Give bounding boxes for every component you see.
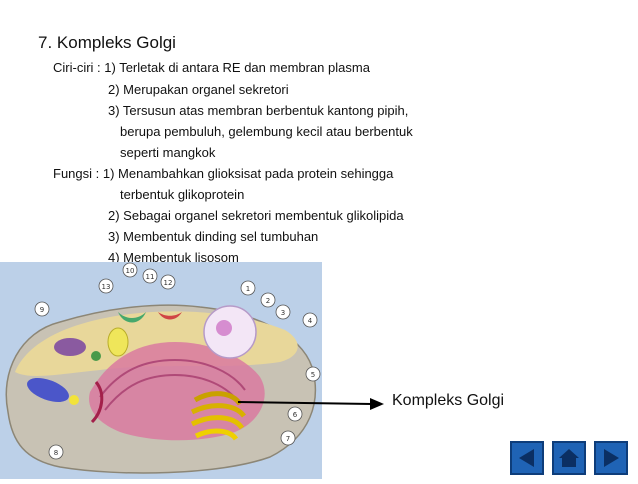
cell-label: 11	[146, 273, 155, 281]
triangle-left-icon	[510, 441, 544, 475]
cell-label: 2	[266, 297, 270, 305]
cell-label: 12	[164, 279, 173, 287]
home-icon	[552, 441, 586, 475]
golgi-caption: Kompleks Golgi	[392, 392, 505, 409]
text-line: 4) Membentuk lisosom	[108, 250, 239, 265]
slide-title: 7. Kompleks Golgi	[38, 33, 176, 52]
text-line: Ciri-ciri : 1) Terletak di antara RE dan…	[53, 60, 370, 75]
next-slide-button[interactable]	[594, 441, 628, 475]
text-line: seperti mangkok	[120, 145, 216, 160]
text-line: 3) Membentuk dinding sel tumbuhan	[108, 229, 319, 244]
text-line: 2) Sebagai organel sekretori membentuk g…	[108, 208, 404, 223]
cell-illustration: 1 2 3 4 5 6 7 8 9 10 11 12 13	[0, 262, 322, 479]
text-line: berupa pembuluh, gelembung kecil atau be…	[120, 124, 413, 139]
text-line: 3) Tersusun atas membran berbentuk kanto…	[108, 103, 409, 118]
text-line: 2) Merupakan organel sekretori	[108, 82, 289, 97]
cell-label: 3	[281, 309, 285, 317]
cell-label: 9	[40, 306, 44, 314]
cell-label: 10	[126, 267, 135, 275]
cell-label: 4	[308, 317, 313, 325]
cell-label: 13	[102, 283, 111, 291]
text-line: Fungsi : 1) Menambahkan glioksisat pada …	[53, 166, 394, 181]
previous-slide-button[interactable]	[510, 441, 544, 475]
cell-label: 6	[293, 411, 298, 419]
home-button[interactable]	[552, 441, 586, 475]
animal-cell-diagram: 1 2 3 4 5 6 7 8 9 10 11 12 13	[5, 262, 321, 474]
triangle-right-icon	[594, 441, 628, 475]
text-line: terbentuk glikoprotein	[120, 187, 245, 202]
cell-label: 7	[286, 435, 290, 443]
cell-label: 5	[311, 371, 315, 379]
cell-label: 1	[246, 285, 250, 293]
golgi-complex	[190, 391, 246, 441]
cell-label: 8	[54, 449, 58, 457]
